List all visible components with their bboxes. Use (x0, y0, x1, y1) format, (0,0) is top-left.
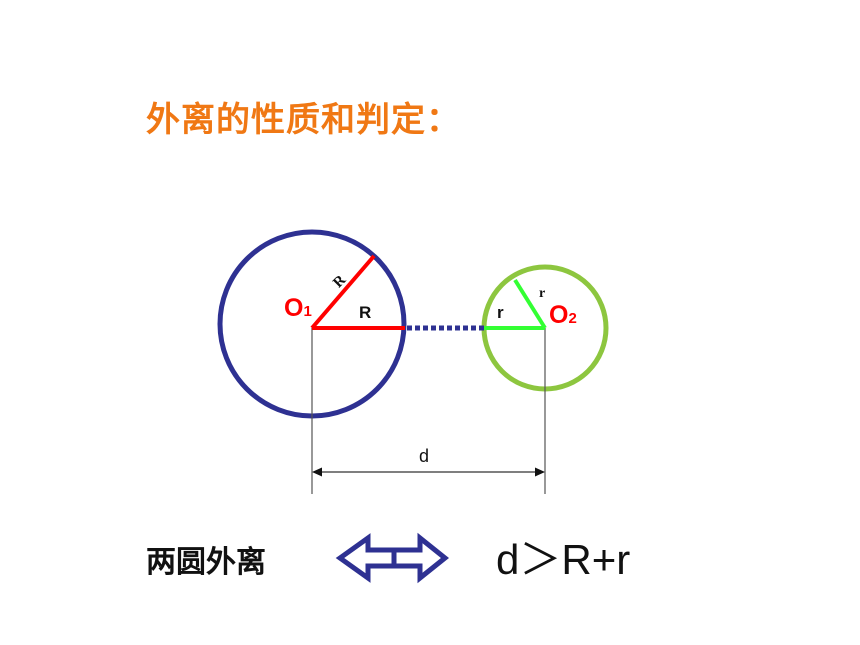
radius1-label-horizontal: R (359, 303, 371, 322)
center-label-o1: O1 (284, 294, 312, 322)
equivalence-arrow-icon (335, 532, 450, 584)
center-sub-o2: 2 (568, 310, 576, 327)
distance-arrow-left (312, 467, 322, 477)
radius2-slant (513, 278, 547, 330)
distance-label: d (419, 446, 429, 466)
distance-arrow-right (535, 467, 545, 477)
center-label-o2: O2 (549, 301, 577, 329)
page-title: 外离的性质和判定： (146, 100, 461, 140)
conclusion-formula: d＞R+r (496, 536, 631, 583)
radius1-slant (310, 254, 376, 330)
radius2-label-horizontal: r (497, 303, 504, 322)
center-sub-o1: 1 (303, 303, 311, 320)
radius2-label-slant: r (539, 286, 545, 301)
conclusion-left: 两圆外离 (146, 545, 266, 580)
